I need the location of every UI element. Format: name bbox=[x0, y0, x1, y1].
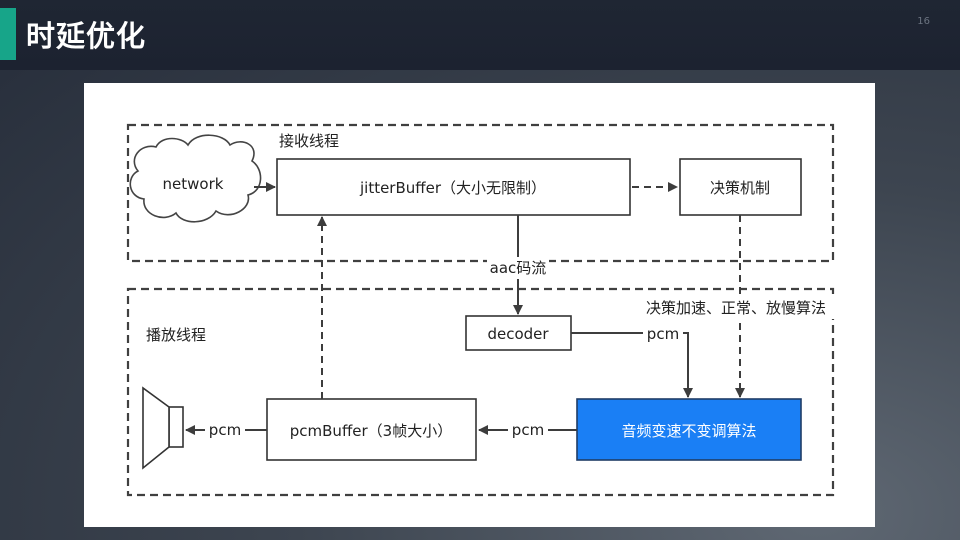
decision-note: 决策加速、正常、放慢算法 bbox=[646, 299, 826, 317]
jitter-buffer-box bbox=[276, 158, 631, 216]
pcm-speaker-label: pcm bbox=[209, 421, 241, 439]
play-thread-label: 播放线程 bbox=[146, 326, 206, 344]
jitter-buffer-label: jitterBuffer（大小无限制） bbox=[359, 179, 546, 197]
pcm-decoder-label: pcm bbox=[647, 325, 679, 343]
pcm-algorithm-label: pcm bbox=[512, 421, 544, 439]
pcm-buffer-label: pcmBuffer（3帧大小） bbox=[290, 422, 452, 440]
page-number: 16 bbox=[917, 16, 930, 27]
pcm-buffer-box bbox=[266, 398, 477, 461]
diagram-panel: 接收线程 播放线程 network jitterBuffer（大小无限制） 决策… bbox=[84, 83, 875, 527]
decision-label: 决策机制 bbox=[710, 179, 770, 197]
flow-diagram: 接收线程 播放线程 network jitterBuffer（大小无限制） 决策… bbox=[126, 123, 836, 497]
receive-thread-region bbox=[126, 123, 835, 263]
aac-stream-label: aac码流 bbox=[490, 259, 547, 277]
header-bar bbox=[0, 0, 960, 70]
play-thread-region bbox=[126, 287, 835, 497]
algorithm-box bbox=[576, 398, 802, 461]
receive-thread-label: 接收线程 bbox=[279, 132, 339, 150]
slide-title: 时延优化 bbox=[26, 19, 147, 53]
network-cloud bbox=[129, 134, 262, 223]
title-accent bbox=[0, 8, 16, 60]
algorithm-label: 音频变速不变调算法 bbox=[621, 422, 756, 440]
decoder-to-algorithm-arrow bbox=[571, 332, 693, 398]
speaker-icon bbox=[142, 386, 184, 470]
network-label: network bbox=[163, 175, 224, 193]
decoder-label: decoder bbox=[487, 325, 549, 343]
